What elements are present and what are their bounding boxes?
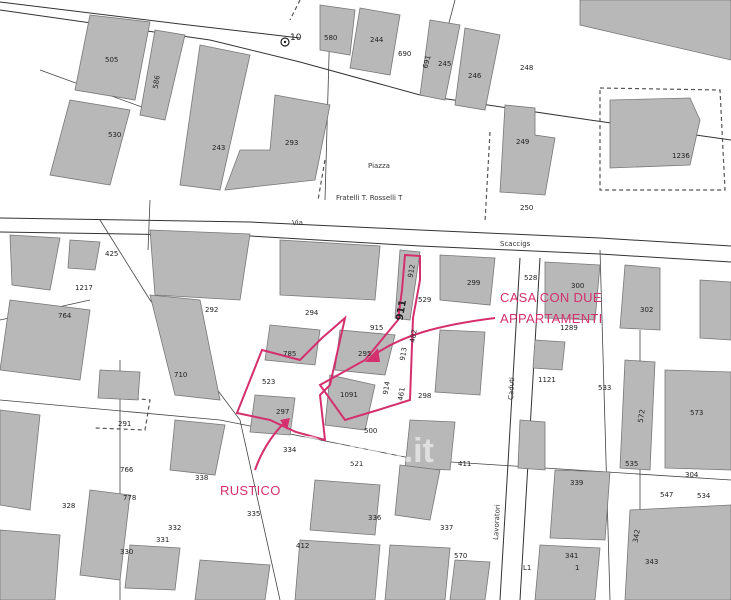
casa-arrowhead-icon xyxy=(365,348,380,362)
parcel-label: 521 xyxy=(350,460,363,468)
parcel-label: 1091 xyxy=(340,391,358,399)
watermark-logo-icon xyxy=(296,436,324,464)
parcel-label: 411 xyxy=(458,460,471,468)
parcel-label: 341 xyxy=(565,552,578,560)
parcel-label: 533 xyxy=(598,384,611,392)
parcel-label: 243 xyxy=(212,144,225,152)
parcel-label: 249 xyxy=(516,138,529,146)
parcel-label: 573 xyxy=(690,409,703,417)
parcel-label: 331 xyxy=(156,536,169,544)
parcel-label: 342 xyxy=(632,529,642,544)
casa-arrow xyxy=(369,317,496,359)
parcel-label: 246 xyxy=(468,72,482,80)
parcel-label: 300 xyxy=(571,282,584,290)
street-labels: Piazza Fratelli T. Rosselli T Via Scacci… xyxy=(292,162,531,540)
parcel-label: 336 xyxy=(368,514,382,522)
casa-label-line2: APPARTAMENTI xyxy=(500,311,603,326)
rustico-arrow xyxy=(254,421,286,471)
annotation-arrows xyxy=(254,317,496,471)
parcel-label: 547 xyxy=(660,491,673,499)
parcel-label: 332 xyxy=(168,524,181,532)
parcel-label: 1236 xyxy=(672,152,690,160)
parcel-label: 500 xyxy=(364,427,377,435)
parcel-label: 523 xyxy=(262,378,275,386)
parcel-label: 461 xyxy=(397,387,407,402)
parcel-label: 248 xyxy=(520,64,533,72)
parcel-label: 298 xyxy=(418,392,431,400)
street-name-lavoratori: Lavoratori xyxy=(492,504,502,540)
street-name-via: Via xyxy=(292,219,303,227)
parcel-label: 691 xyxy=(421,54,432,69)
parcel-label: 337 xyxy=(440,524,453,532)
parcel-label: 528 xyxy=(524,274,537,282)
rustico-label: RUSTICO xyxy=(220,483,281,498)
parcel-label: 534 xyxy=(697,492,711,500)
parcel-label: 535 xyxy=(625,460,638,468)
annotations: CASA CON DUE APPARTAMENTI RUSTICO xyxy=(220,290,603,498)
parcel-label: 291 xyxy=(118,420,131,428)
parcel-label: 250 xyxy=(520,204,533,212)
parcel-label: 580 xyxy=(324,34,337,42)
parcel-label: 339 xyxy=(570,479,583,487)
parcel-label: 766 xyxy=(120,466,134,474)
street-name-caduti: Caduti xyxy=(507,377,516,400)
street-name-scaccia: Scaccigs xyxy=(500,240,531,248)
parcel-label: 1217 xyxy=(75,284,93,292)
rustico-outline xyxy=(235,315,347,442)
casa-outline xyxy=(318,253,421,422)
parcel-label: 334 xyxy=(283,446,297,454)
parcel-label: 915 xyxy=(370,324,383,332)
parcel-label: 338 xyxy=(195,474,208,482)
parcel-label: 785 xyxy=(283,350,296,358)
parcel-label: 505 xyxy=(105,56,118,64)
parcel-label: 412 xyxy=(296,542,309,550)
parcel-label: 304 xyxy=(685,471,699,479)
survey-point xyxy=(280,37,290,47)
parcel-label: 425 xyxy=(105,250,118,258)
parcel-label: 295 xyxy=(358,350,371,358)
parcel-label: 530 xyxy=(108,131,121,139)
parcel-label: 778 xyxy=(123,494,136,502)
parcel-label: 912 xyxy=(407,264,417,279)
parcel-label: 10 xyxy=(290,33,302,43)
parcel-label: 1 xyxy=(575,564,579,572)
parcel-label: 913 xyxy=(399,347,409,362)
parcel-label: 245 xyxy=(438,60,451,68)
parcel-label: 299 xyxy=(467,279,480,287)
parcel-label: 297 xyxy=(276,408,289,416)
parcel-label: 343 xyxy=(645,558,658,566)
parcel-label: 328 xyxy=(62,502,75,510)
parcel-label: 1121 xyxy=(538,376,556,384)
rustico-arrowhead-icon xyxy=(280,418,290,430)
parcel-label: 764 xyxy=(58,312,72,320)
street-name-piazza: Piazza xyxy=(368,162,390,170)
parcel-label: 1289 xyxy=(560,324,578,332)
parcel-label: 294 xyxy=(305,309,319,317)
parcel-label: 914 xyxy=(382,380,392,395)
parcel-label: 292 xyxy=(205,306,218,314)
watermark-text: casa.it xyxy=(328,432,434,470)
street-name-fratelli: Fratelli T. Rosselli T xyxy=(336,194,403,202)
parcel-label: 330 xyxy=(120,548,133,556)
parcel-label: 570 xyxy=(454,552,467,560)
casa-it-watermark: casa.it xyxy=(296,432,434,470)
parcel-label: 710 xyxy=(174,371,187,379)
casa-label-line1: CASA CON DUE xyxy=(500,290,602,305)
parcel-label: 572 xyxy=(637,409,647,424)
parcel-labels: 505 586 530 243 293 580 244 690 691 245 … xyxy=(58,33,711,572)
parcel-label: 244 xyxy=(370,36,384,44)
parcel-label: 302 xyxy=(640,306,653,314)
parcel-label: 529 xyxy=(418,296,431,304)
parcel-label: 690 xyxy=(398,50,411,58)
parcel-label: 335 xyxy=(247,510,260,518)
parcel-label: 911 xyxy=(395,299,409,322)
parcel-label: 482 xyxy=(409,329,419,344)
parcel-label: 586 xyxy=(152,74,162,89)
highlighted-parcels xyxy=(235,253,421,442)
parcel-label: L1 xyxy=(523,564,531,572)
parcel-label: 293 xyxy=(285,139,298,147)
